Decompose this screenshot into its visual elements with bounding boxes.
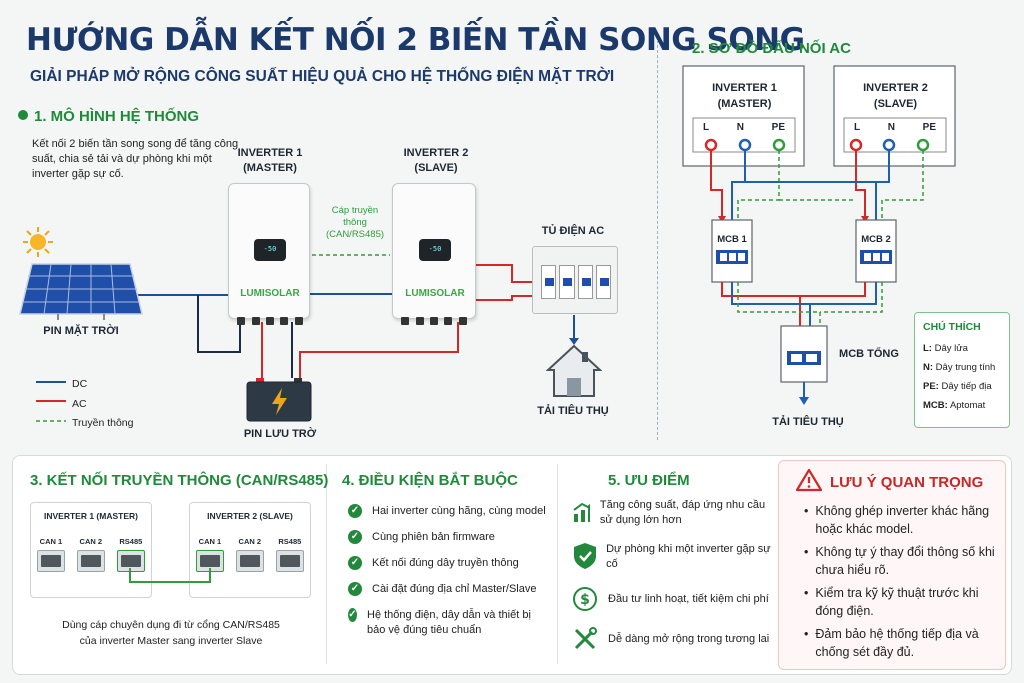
legend-comm: Truyền thông — [72, 417, 134, 429]
ac-inverter2-label: INVERTER 2(SLAVE) — [863, 82, 928, 110]
mcb2-label: MCB 2 — [861, 234, 891, 245]
legend-title: CHÚ THÍCH — [923, 321, 981, 333]
advantage-item: $ Đầu tư linh hoạt, tiết kiệm chi phí — [572, 586, 772, 612]
legend-n: N: Dây trung tính — [923, 362, 996, 373]
warning-panel — [778, 460, 1006, 670]
inverter1-display: -50 — [254, 239, 286, 261]
can2-port-icon — [77, 550, 105, 572]
check-icon: ✓ — [348, 556, 362, 570]
pv-dc-line-2 — [197, 295, 241, 353]
house-icon — [545, 344, 603, 398]
inverter1-brand: LUMISOLAR — [240, 288, 300, 299]
can1-port-icon — [37, 550, 65, 572]
section1-heading-text: 1. MÔ HÌNH HỆ THỐNG — [34, 108, 200, 125]
ac-inverter1-label: INVERTER 1(MASTER) — [712, 82, 777, 110]
requirement-item: ✓Hai inverter cùng hãng, cùng model — [348, 504, 548, 519]
comm-caption: Dùng cáp chuyên dụng đi từ cổng CAN/RS48… — [62, 619, 280, 647]
requirement-item: ✓Kết nối đúng dây truyền thông — [348, 556, 548, 571]
ac-out-line-1 — [476, 264, 532, 283]
advantages-list: Tăng công suất, đáp ứng nhu cầu sử dụng … — [572, 498, 772, 652]
inverter2-display: -50 — [419, 239, 451, 261]
dollar-icon: $ — [573, 587, 597, 611]
check-icon: ✓ — [348, 582, 362, 596]
advantage-item: Dự phòng khi một inverter gặp sự cố — [572, 542, 772, 572]
requirement-item: ✓Hệ thống điện, dây dẫn và thiết bị bảo … — [348, 608, 531, 636]
comm-cable-link — [129, 568, 211, 583]
inverter2-terminals — [398, 317, 470, 325]
check-icon: ✓ — [348, 504, 362, 518]
section6-heading: LƯU Ý QUAN TRỌNG — [830, 474, 984, 491]
ac-wiring-diagram — [682, 65, 956, 405]
arrow-down-icon — [569, 338, 579, 345]
dc-ac-legend: DC AC Truyền thông — [72, 375, 133, 434]
requirement-item: ✓Cùng phiên bản firmware — [348, 530, 548, 545]
ac-legend-box: CHÚ THÍCH L: Dây lửa N: Dây trung tính P… — [914, 312, 1010, 428]
requirement-item: ✓Cài đặt đúng địa chỉ Master/Slave — [348, 582, 548, 597]
battery-label: PIN LƯU TRỜ — [243, 428, 317, 440]
mcb1-label: MCB 1 — [717, 234, 747, 245]
inverter1-label: INVERTER 1(MASTER) — [237, 147, 303, 174]
solar-panel-icon — [18, 262, 144, 320]
legend-ac: AC — [72, 397, 87, 410]
ac-out-line-2 — [476, 295, 532, 301]
warning-item: •Không tự ý thay đổi thông số khi chưa h… — [804, 545, 995, 577]
advantage-item: Dễ dàng mở rộng trong tương lai — [572, 626, 772, 652]
warning-item: •Không ghép inverter khác hãng hoặc khác… — [804, 504, 990, 536]
divider-2 — [557, 464, 558, 664]
can2-port-icon — [236, 550, 264, 572]
section5-heading: 5. ƯU ĐIỂM — [608, 472, 690, 489]
ac-cabinet — [532, 246, 618, 314]
inverter2-label: INVERTER 2(SLAVE) — [403, 147, 469, 174]
check-icon: ✓ — [348, 608, 357, 622]
battery-icon — [246, 378, 312, 422]
ac-cabinet-label: TỦ ĐIỆN AC — [541, 225, 605, 237]
legend-l: L: Dây lửa — [923, 343, 968, 354]
svg-text:$: $ — [580, 592, 590, 608]
legend-pe: PE: Dây tiếp địa — [923, 381, 992, 392]
battery-ac-line — [299, 322, 459, 378]
inverter1-unit: -50 LUMISOLAR — [228, 183, 310, 319]
section1-heading: 1. MÔ HÌNH HỆ THỐNG — [18, 108, 199, 125]
warning-icon — [795, 468, 823, 492]
divider-1 — [326, 464, 327, 664]
rs485-port-icon — [276, 550, 304, 572]
can1-port-icon — [196, 550, 224, 572]
rs485-port-icon — [117, 550, 145, 572]
page-subtitle: GIẢI PHÁP MỞ RỘNG CÔNG SUẤT HIỆU QUẢ CHO… — [30, 68, 615, 85]
warning-item: •Đảm bảo hệ thống tiếp địa và chống sét … — [804, 627, 979, 659]
requirements-list: ✓Hai inverter cùng hãng, cùng model ✓Cùn… — [348, 504, 548, 638]
warning-list: •Không ghép inverter khác hãng hoặc khác… — [804, 502, 1000, 661]
load-label: TẢI TIÊU THỤ — [537, 405, 609, 417]
shield-check-icon — [574, 543, 596, 569]
mcb-total-label: MCB TỔNG — [839, 348, 899, 360]
sun-icon — [22, 226, 54, 258]
pv-label: PIN MẶT TRỜI — [43, 325, 119, 337]
check-icon: ✓ — [348, 530, 362, 544]
inverter2-unit: -50 LUMISOLAR — [392, 183, 476, 319]
warning-item: •Kiểm tra kỹ kỹ thuật trước khi đóng điệ… — [804, 586, 979, 618]
inverter2-brand: LUMISOLAR — [405, 288, 465, 299]
ac-load-label: TẢI TIÊU THỤ — [772, 416, 844, 428]
advantage-item: Tăng công suất, đáp ứng nhu cầu sử dụng … — [572, 498, 772, 528]
tools-icon — [574, 627, 597, 650]
legend-mcb: MCB: Aptomat — [923, 400, 986, 411]
section3-heading: 3. KẾT NỐI TRUYỀN THÔNG (CAN/RS485) — [30, 472, 329, 489]
legend-dc: DC — [72, 378, 88, 390]
growth-chart-icon — [573, 502, 590, 522]
inverter1-terminals — [234, 317, 306, 325]
section4-heading: 4. ĐIỀU KIỆN BẮT BUỘC — [342, 472, 518, 489]
system-wiring-diagram — [36, 254, 579, 422]
section1-description: Kết nối 2 biến tần song song để tăng côn… — [32, 138, 239, 180]
bullet-dot-icon — [18, 110, 28, 120]
section2-heading: 2. SƠ ĐỒ ĐẤU NỐI AC — [692, 40, 851, 57]
page-title: HƯỚNG DẪN KẾT NỐI 2 BIẾN TẦN SONG SONG — [26, 22, 805, 58]
section-divider — [657, 40, 658, 440]
